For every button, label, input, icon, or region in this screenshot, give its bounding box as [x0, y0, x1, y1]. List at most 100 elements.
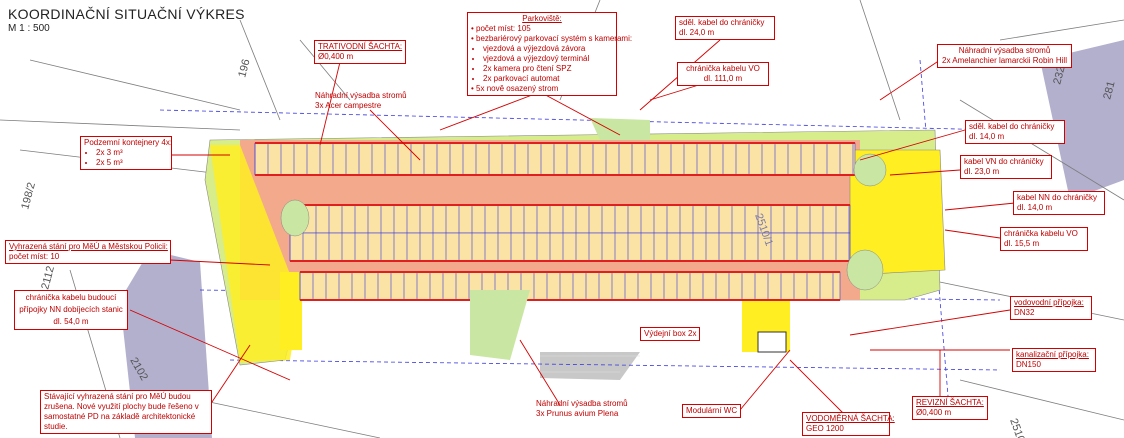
modular-wc-building: [757, 331, 787, 353]
container-item: 2x 3 m³: [96, 148, 168, 158]
vo-conduit-155-line1: chránička kabelu VO: [1004, 229, 1078, 238]
parking-callout: Parkoviště: • počet míst: 105 • bezbarié…: [467, 12, 633, 96]
prunus-planting-callout: Náhradní výsadba stromů 3x Prunus avium …: [533, 398, 631, 420]
nn-cable-line1: kabel NN do chráničky: [1017, 193, 1098, 202]
sewer-connection-value: DN150: [1016, 360, 1041, 369]
drainage-shaft-title: TRATIVODNÍ ŠACHTA:: [318, 42, 403, 51]
parking-system-item: vjezdová a výjezdový terminál: [483, 54, 613, 64]
acer-planting-line1: Náhradní výsadba stromů: [315, 91, 407, 100]
tree-island-right: [846, 249, 884, 291]
pickup-box-callout: Výdejní box 2x: [640, 327, 701, 341]
reserved-spaces-callout: Vyhrazená stání pro MěÚ a Městskou Polic…: [5, 240, 171, 264]
vo-conduit-155-line2: dl. 15,5 m: [1004, 239, 1040, 248]
acer-planting-callout: Náhradní výsadba stromů 3x Acer campestr…: [312, 90, 410, 112]
water-connection-title: vodovodní přípojka:: [1014, 298, 1084, 307]
containers-callout: Podzemní kontejnery 4x: 2x 3 m³ 2x 5 m³: [80, 136, 172, 170]
acer-planting-line2: 3x Acer campestre: [315, 101, 382, 110]
parcel-number: 198/2: [19, 181, 38, 211]
parking-callout-item: • 5x nově osazený strom: [471, 84, 559, 93]
stall-dividers: [254, 143, 854, 300]
parcel-number: 196: [236, 58, 252, 79]
prunus-planting-line1: Náhradní výsadba stromů: [536, 399, 628, 408]
parking-spaces-count: počet míst: 105: [476, 24, 531, 33]
green-strip-bottom: [470, 290, 530, 360]
comm-cable-14-callout: sděl. kabel do chráničky dl. 14,0 m: [965, 120, 1065, 144]
stall-row-4: [299, 271, 841, 301]
vn-cable-line2: dl. 23,0 m: [964, 167, 1000, 176]
water-meter-shaft-title: VODOMĚRNÁ ŠACHTA:: [806, 414, 895, 423]
comm-cable-24-callout: sděl. kabel do chráničky dl. 24,0 m: [675, 16, 775, 40]
nn-cable-callout: kabel NN do chráničky dl. 14,0 m: [1013, 191, 1105, 215]
parking-system-item: 2x kamera pro čtení SPZ: [483, 64, 613, 74]
existing-spaces-line: Stávající vyhrazená stání pro MěÚ budou: [44, 392, 191, 401]
inspection-shaft-callout: REVIZNÍ ŠACHTA: Ø0,400 m: [912, 396, 988, 420]
tree-island-top-right: [853, 153, 887, 187]
vo-conduit-155-callout: chránička kabelu VO dl. 15,5 m: [1000, 227, 1088, 251]
grey-road: [540, 352, 640, 380]
existing-spaces-line: studie.: [44, 422, 68, 431]
comm-cable-24-line2: dl. 24,0 m: [679, 28, 715, 37]
parcel-number: 281: [1101, 80, 1117, 101]
vo-conduit-111-line2: dl. 111,0 m: [703, 74, 743, 83]
modular-wc-label: Modulární WC: [686, 406, 738, 415]
green-strip-top: [590, 118, 650, 140]
sewer-connection-title: kanalizační přípojka:: [1016, 350, 1089, 359]
sewer-connection-callout: kanalizační přípojka: DN150: [1012, 348, 1096, 372]
comm-cable-14-line2: dl. 14,0 m: [969, 132, 1005, 141]
parking-callout-title: Parkoviště:: [522, 14, 562, 23]
prunus-planting-line2: 3x Prunus avium Plena: [536, 409, 619, 418]
drawing-title: KOORDINAČNÍ SITUAČNÍ VÝKRES: [8, 6, 245, 22]
container-item: 2x 5 m³: [96, 158, 168, 168]
drainage-shaft-value: Ø0,400 m: [318, 52, 354, 61]
inspection-shaft-title: REVIZNÍ ŠACHTA:: [916, 398, 984, 407]
existing-spaces-line: samostatné PD na základě architektonické: [44, 412, 196, 421]
existing-spaces-callout: Stávající vyhrazená stání pro MěÚ budou …: [40, 390, 212, 434]
parking-system-list: vjezdová a výjezdová závora vjezdová a v…: [471, 44, 613, 84]
parking-system-item: vjezdová a výjezdová závora: [483, 44, 613, 54]
nn-cable-line2: dl. 14,0 m: [1017, 203, 1053, 212]
curb-lines: [255, 142, 855, 301]
containers-title: Podzemní kontejnery 4x:: [84, 138, 173, 147]
future-nn-conduit-line1: chránička kabelu budoucí: [25, 293, 117, 302]
stall-row-2: [289, 204, 851, 234]
new-trees-label: 5x nově osazený strom: [476, 84, 559, 93]
containers-list: 2x 3 m³ 2x 5 m³: [84, 148, 168, 168]
parking-system-item: 2x parkovací automat: [483, 74, 613, 84]
pickup-box-label: Výdejní box 2x: [644, 329, 697, 338]
road-lines: [540, 355, 640, 373]
tree-island-left: [280, 199, 310, 237]
drawing-scale: M 1 : 500: [8, 23, 50, 34]
future-nn-conduit-length: dl. 54,0 m: [53, 317, 89, 326]
parcel-number: 2112: [39, 265, 57, 291]
water-connection-callout: vodovodní přípojka: DN32: [1010, 296, 1092, 320]
water-meter-shaft-callout: VODOMĚRNÁ ŠACHTA: GEO 1200: [802, 412, 895, 436]
reserved-spaces-count: počet míst: 10: [9, 252, 60, 261]
stall-row-3: [289, 232, 851, 262]
drainage-shaft-callout: TRATIVODNÍ ŠACHTA: Ø0,400 m: [314, 40, 406, 64]
water-connection-value: DN32: [1014, 308, 1035, 317]
vo-conduit-111-callout: chránička kabelu VO dl. 111,0 m: [677, 62, 769, 86]
yellow-block-left: [280, 272, 302, 350]
inspection-shaft-value: Ø0,400 m: [916, 408, 952, 417]
grey-building-right: [1040, 40, 1124, 200]
parcel-number: 2510/14: [1007, 417, 1032, 438]
reserved-spaces-title: Vyhrazená stání pro MěÚ a Městskou Polic…: [9, 242, 168, 251]
amelanchier-planting-line1: Náhradní výsadba stromů: [958, 46, 1051, 55]
future-nn-conduit-line2: přípojky NN dobíjecích stanic: [19, 305, 123, 314]
existing-spaces-line: zrušena. Nové využití plochy bude řešeno…: [44, 402, 199, 411]
comm-cable-24-line1: sděl. kabel do chráničky: [679, 18, 765, 27]
parking-callout-item: • počet míst: 105: [471, 24, 531, 33]
vo-conduit-111-line1: chránička kabelu VO: [686, 64, 760, 73]
modular-wc-callout: Modulární WC: [682, 404, 742, 418]
amelanchier-planting-line2: 2x Amelanchier lamarckii Robin Hill: [942, 56, 1067, 65]
water-meter-shaft-value: GEO 1200: [806, 424, 844, 433]
stall-row-1: [254, 142, 856, 176]
parking-callout-item: • bezbariérový parkovací systém s kamera…: [471, 34, 633, 43]
future-nn-conduit-callout: chránička kabelu budoucí přípojky NN dob…: [14, 290, 128, 330]
vn-cable-callout: kabel VN do chráničky dl. 23,0 m: [960, 155, 1052, 179]
amelanchier-planting-callout: Náhradní výsadba stromů 2x Amelanchier l…: [937, 44, 1072, 68]
yellow-left-strip: [210, 145, 300, 362]
parking-system-label: bezbariérový parkovací systém s kamerami…: [476, 34, 633, 43]
comm-cable-14-line1: sděl. kabel do chráničky: [969, 122, 1055, 131]
